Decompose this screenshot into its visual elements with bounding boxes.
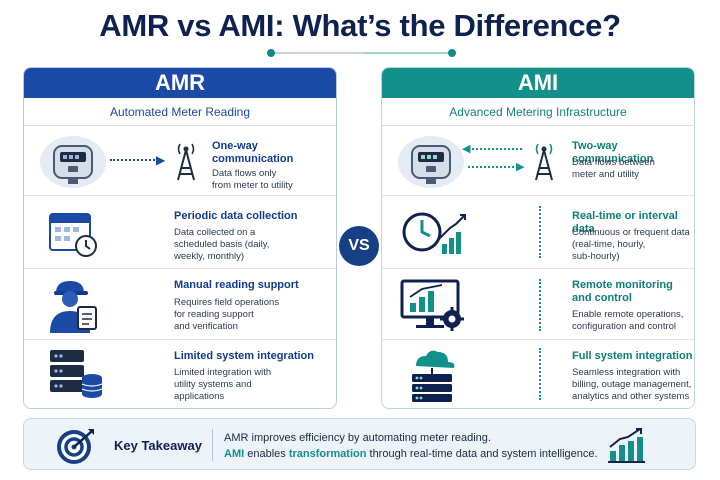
- ami-row2-desc-2: (real-time, hourly,: [572, 239, 646, 250]
- amr-row4-desc-3: applications: [174, 391, 225, 402]
- meter-icon: [40, 136, 106, 188]
- ami-row4-desc-2: billing, outage management,: [572, 379, 692, 390]
- amr-subtitle: Automated Meter Reading: [24, 98, 336, 126]
- ami-row2-desc-3: sub-hourly): [572, 251, 620, 262]
- ami-row2-heading: Real-time or interval data: [572, 210, 678, 235]
- takeaway-rest: through real-time data and system intell…: [366, 448, 598, 460]
- takeaway-enables: enables: [244, 448, 289, 460]
- amr-row4-desc-2: utility systems and: [174, 379, 252, 390]
- ami-panel: AMI Advanced Metering Infrastructure ◀ ▶…: [381, 67, 695, 409]
- arrow-right-icon: ▶: [516, 161, 525, 173]
- amr-row4-desc-1: Limited integration with: [174, 367, 272, 378]
- ami-row3-desc-1: Enable remote operations,: [572, 309, 684, 320]
- meter-icon: [398, 136, 464, 188]
- amr-row1-heading-2: communication: [212, 153, 294, 165]
- amr-row2-desc-3: weekly, monthly): [174, 251, 245, 262]
- ami-row-realtime: Real-time or interval data Continuous or…: [382, 196, 694, 269]
- one-way-arrow: [110, 159, 158, 161]
- takeaway-divider: [212, 429, 213, 461]
- ami-row4-separator: [539, 348, 541, 400]
- ami-subtitle: Advanced Metering Infrastructure: [382, 98, 694, 126]
- ami-row3-heading-1: Remote monitoring: [572, 279, 673, 291]
- amr-row3-desc-1: Requires field operations: [174, 297, 280, 308]
- two-way-arrow-top: [472, 148, 522, 150]
- title-dot-left: [267, 49, 275, 57]
- ami-row4-heading: Full system integration: [572, 350, 693, 362]
- ami-header: AMI: [382, 68, 694, 98]
- takeaway-transformation: transformation: [288, 448, 367, 460]
- vs-badge: VS: [339, 226, 379, 266]
- tower-icon: [535, 143, 553, 181]
- ami-row3-desc-2: configuration and control: [572, 321, 677, 332]
- clock-chart-icon: [402, 212, 466, 254]
- amr-row1-heading-1: One-way: [212, 140, 258, 152]
- amr-row2-desc-2: scheduled basis (daily,: [174, 239, 270, 250]
- ami-row2-desc-1: Continuous or frequent data: [572, 227, 690, 238]
- amr-row3-heading: Manual reading support: [174, 279, 299, 291]
- server-database-icon: [50, 350, 103, 398]
- takeaway-line-2: AMI enables transformation through real-…: [224, 448, 598, 460]
- ami-row3-separator: [539, 279, 541, 331]
- ami-row3-heading-2: and control: [572, 292, 632, 304]
- ami-row1-heading: Two-way communication: [572, 140, 654, 165]
- amr-row4-heading: Limited system integration: [174, 350, 314, 362]
- monitor-gear-icon: [400, 279, 464, 331]
- target-icon: [57, 429, 94, 464]
- ami-row4-desc-1: Seamless integration with: [572, 367, 681, 378]
- amr-row1-desc-2: from meter to utility: [212, 180, 293, 191]
- calendar-clock-icon: [49, 213, 97, 257]
- two-way-arrow-bottom: [468, 166, 518, 168]
- amr-row-one-way: ▶ One-way communication Data flows only …: [24, 126, 336, 196]
- tower-icon: [177, 143, 195, 181]
- takeaway-label: Key Takeaway: [114, 438, 202, 453]
- ami-row2-separator: [539, 206, 541, 258]
- ami-row1-desc-2: meter and utility: [572, 169, 640, 180]
- ami-row1-desc-1: Data flows between: [572, 157, 655, 168]
- arrow-head-icon: ▶: [156, 153, 166, 167]
- amr-row-periodic: Periodic data collection Data collected …: [24, 196, 336, 269]
- key-takeaway-box: Key Takeaway AMR improves efficiency by …: [23, 418, 696, 470]
- page-title: AMR vs AMI: What’s the Difference?: [99, 8, 621, 43]
- amr-row-limited: Limited system integration Limited integ…: [24, 340, 336, 408]
- growth-chart-icon: [608, 428, 645, 463]
- cloud-server-icon: [412, 350, 455, 402]
- amr-row2-heading: Periodic data collection: [174, 210, 298, 222]
- takeaway-line-1: AMR improves efficiency by automating me…: [224, 432, 491, 444]
- amr-panel: AMR Automated Meter Reading ▶ One-way co…: [23, 67, 337, 409]
- ami-row-full: Full system integration Seamless integra…: [382, 340, 694, 408]
- ami-row-two-way: ◀ ▶ Two-way communication Data flows bet…: [382, 126, 694, 196]
- amr-row2-desc-1: Data collected on a: [174, 227, 256, 238]
- arrow-left-icon: ◀: [462, 143, 471, 155]
- amr-row3-desc-3: and verification: [174, 321, 238, 332]
- takeaway-ami: AMI: [224, 448, 245, 460]
- ami-row4-desc-3: analytics and other systems: [572, 391, 690, 402]
- title-dot-right: [448, 49, 456, 57]
- amr-row1-desc-1: Data flows only: [212, 168, 277, 179]
- title-rule-right: [364, 52, 450, 54]
- amr-row-manual: Manual reading support Requires field op…: [24, 269, 336, 340]
- amr-header: AMR: [24, 68, 336, 98]
- ami-row-remote: Remote monitoring and control Enable rem…: [382, 269, 694, 340]
- field-worker-icon: [50, 281, 97, 333]
- amr-row3-desc-2: for reading support: [174, 309, 254, 320]
- title-rule-left: [272, 52, 364, 54]
